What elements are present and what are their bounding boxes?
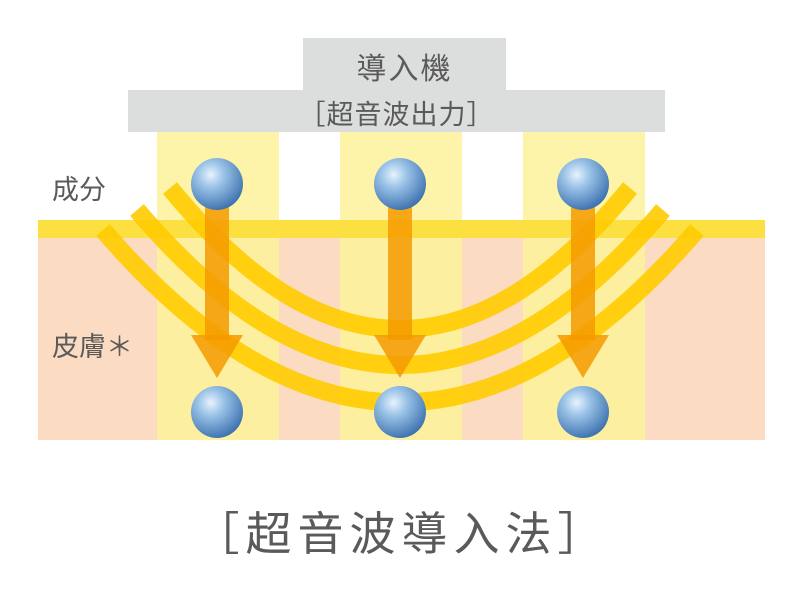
device-subtitle: ［超音波出力］ [298,100,495,131]
method-title: ［超音波導入法］ [193,507,610,561]
device-title: 導入機 [356,52,453,87]
arrow-down-icon [557,205,609,378]
arrow-down-icon [374,205,426,378]
sphere-icon [191,386,243,438]
device-head [303,38,506,92]
arrow-down-icon [191,205,243,378]
sphere-icon [374,158,426,210]
device-base [128,90,665,132]
sphere-icon [557,158,609,210]
sphere-icon [557,386,609,438]
ingredient-label: 成分 [52,175,106,206]
skin-label: 皮膚＊ [52,332,133,363]
sphere-icon [191,158,243,210]
sphere-icon [374,386,426,438]
